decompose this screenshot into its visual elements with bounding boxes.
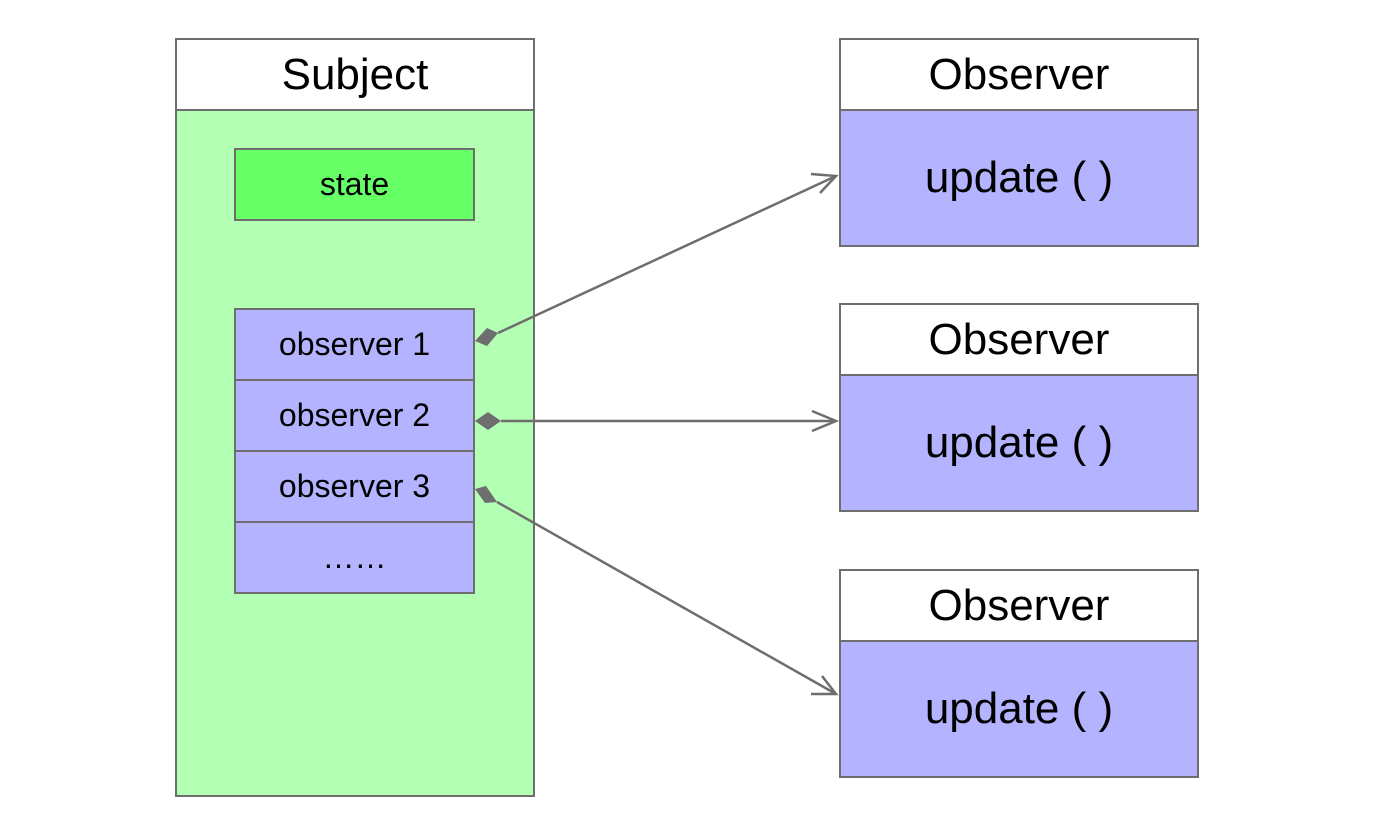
aggregation-diamond-3 (475, 486, 497, 503)
association-line-1 (497, 174, 837, 335)
subject-title: Subject (175, 38, 535, 111)
observer-2-title: Observer (839, 303, 1199, 376)
connector-observer-2 (475, 409, 840, 433)
observer-2-method: update ( ) (839, 374, 1199, 512)
state-box: state (234, 148, 475, 221)
observer-3-title: Observer (839, 569, 1199, 642)
observer-1-method: update ( ) (839, 109, 1199, 247)
arrowhead-3 (811, 675, 839, 696)
connector-observer-3 (475, 486, 839, 696)
aggregation-diamond-2 (475, 412, 501, 430)
association-line-3 (496, 500, 837, 696)
connector-observer-1 (475, 172, 839, 346)
aggregation-diamond-1 (475, 328, 498, 346)
arrowhead-1 (810, 172, 839, 194)
arrowhead-2 (811, 409, 840, 433)
observer-list-item-3: observer 3 (234, 450, 475, 523)
observer-3-method: update ( ) (839, 640, 1199, 778)
observer-list-ellipsis: …… (234, 521, 475, 594)
